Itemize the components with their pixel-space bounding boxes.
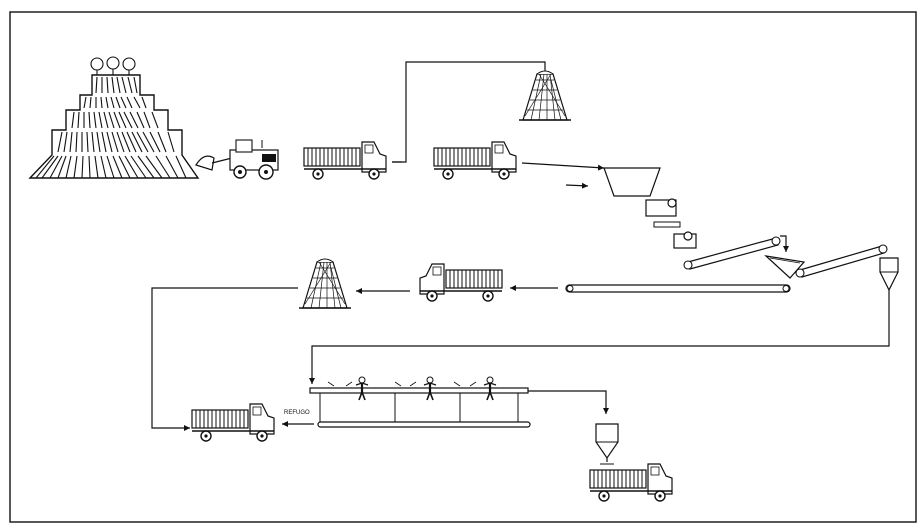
silo-icon — [879, 257, 899, 296]
hopper-icon — [603, 167, 661, 197]
crusher-icon — [645, 198, 677, 217]
stockpile-cone-icon — [298, 258, 352, 309]
stepped-ore-pile-icon — [28, 56, 200, 179]
flow-arrow-left-return — [151, 287, 298, 431]
rejects-label: REFUGO — [284, 410, 310, 416]
dump-truck-icon — [589, 463, 673, 502]
flow-arrow-to-hopper — [521, 162, 605, 171]
flow-arrow-to-picking-belt — [309, 296, 890, 384]
stockpile-cone-icon — [518, 70, 572, 121]
conveyor-belt-icon — [565, 284, 791, 293]
dump-truck-icon — [419, 263, 503, 302]
conveyor-belt-icon — [795, 244, 888, 278]
dump-truck-icon — [433, 141, 517, 180]
flow-arrow-to-screen — [780, 235, 789, 252]
dump-truck-icon — [303, 141, 387, 180]
flow-arrow-to-loading-silo — [560, 390, 609, 414]
silo-icon — [595, 423, 619, 465]
front-loader-icon — [195, 139, 279, 180]
dump-truck-icon — [191, 403, 275, 442]
crusher-icon — [673, 231, 697, 249]
chute-icon — [653, 221, 681, 228]
conveyor-belt-icon — [683, 236, 781, 270]
flow-arrow-small — [565, 182, 589, 189]
picking-belt-icon — [309, 381, 531, 428]
flow-arrow-to-waste — [392, 61, 548, 163]
figure-frame — [9, 11, 917, 523]
